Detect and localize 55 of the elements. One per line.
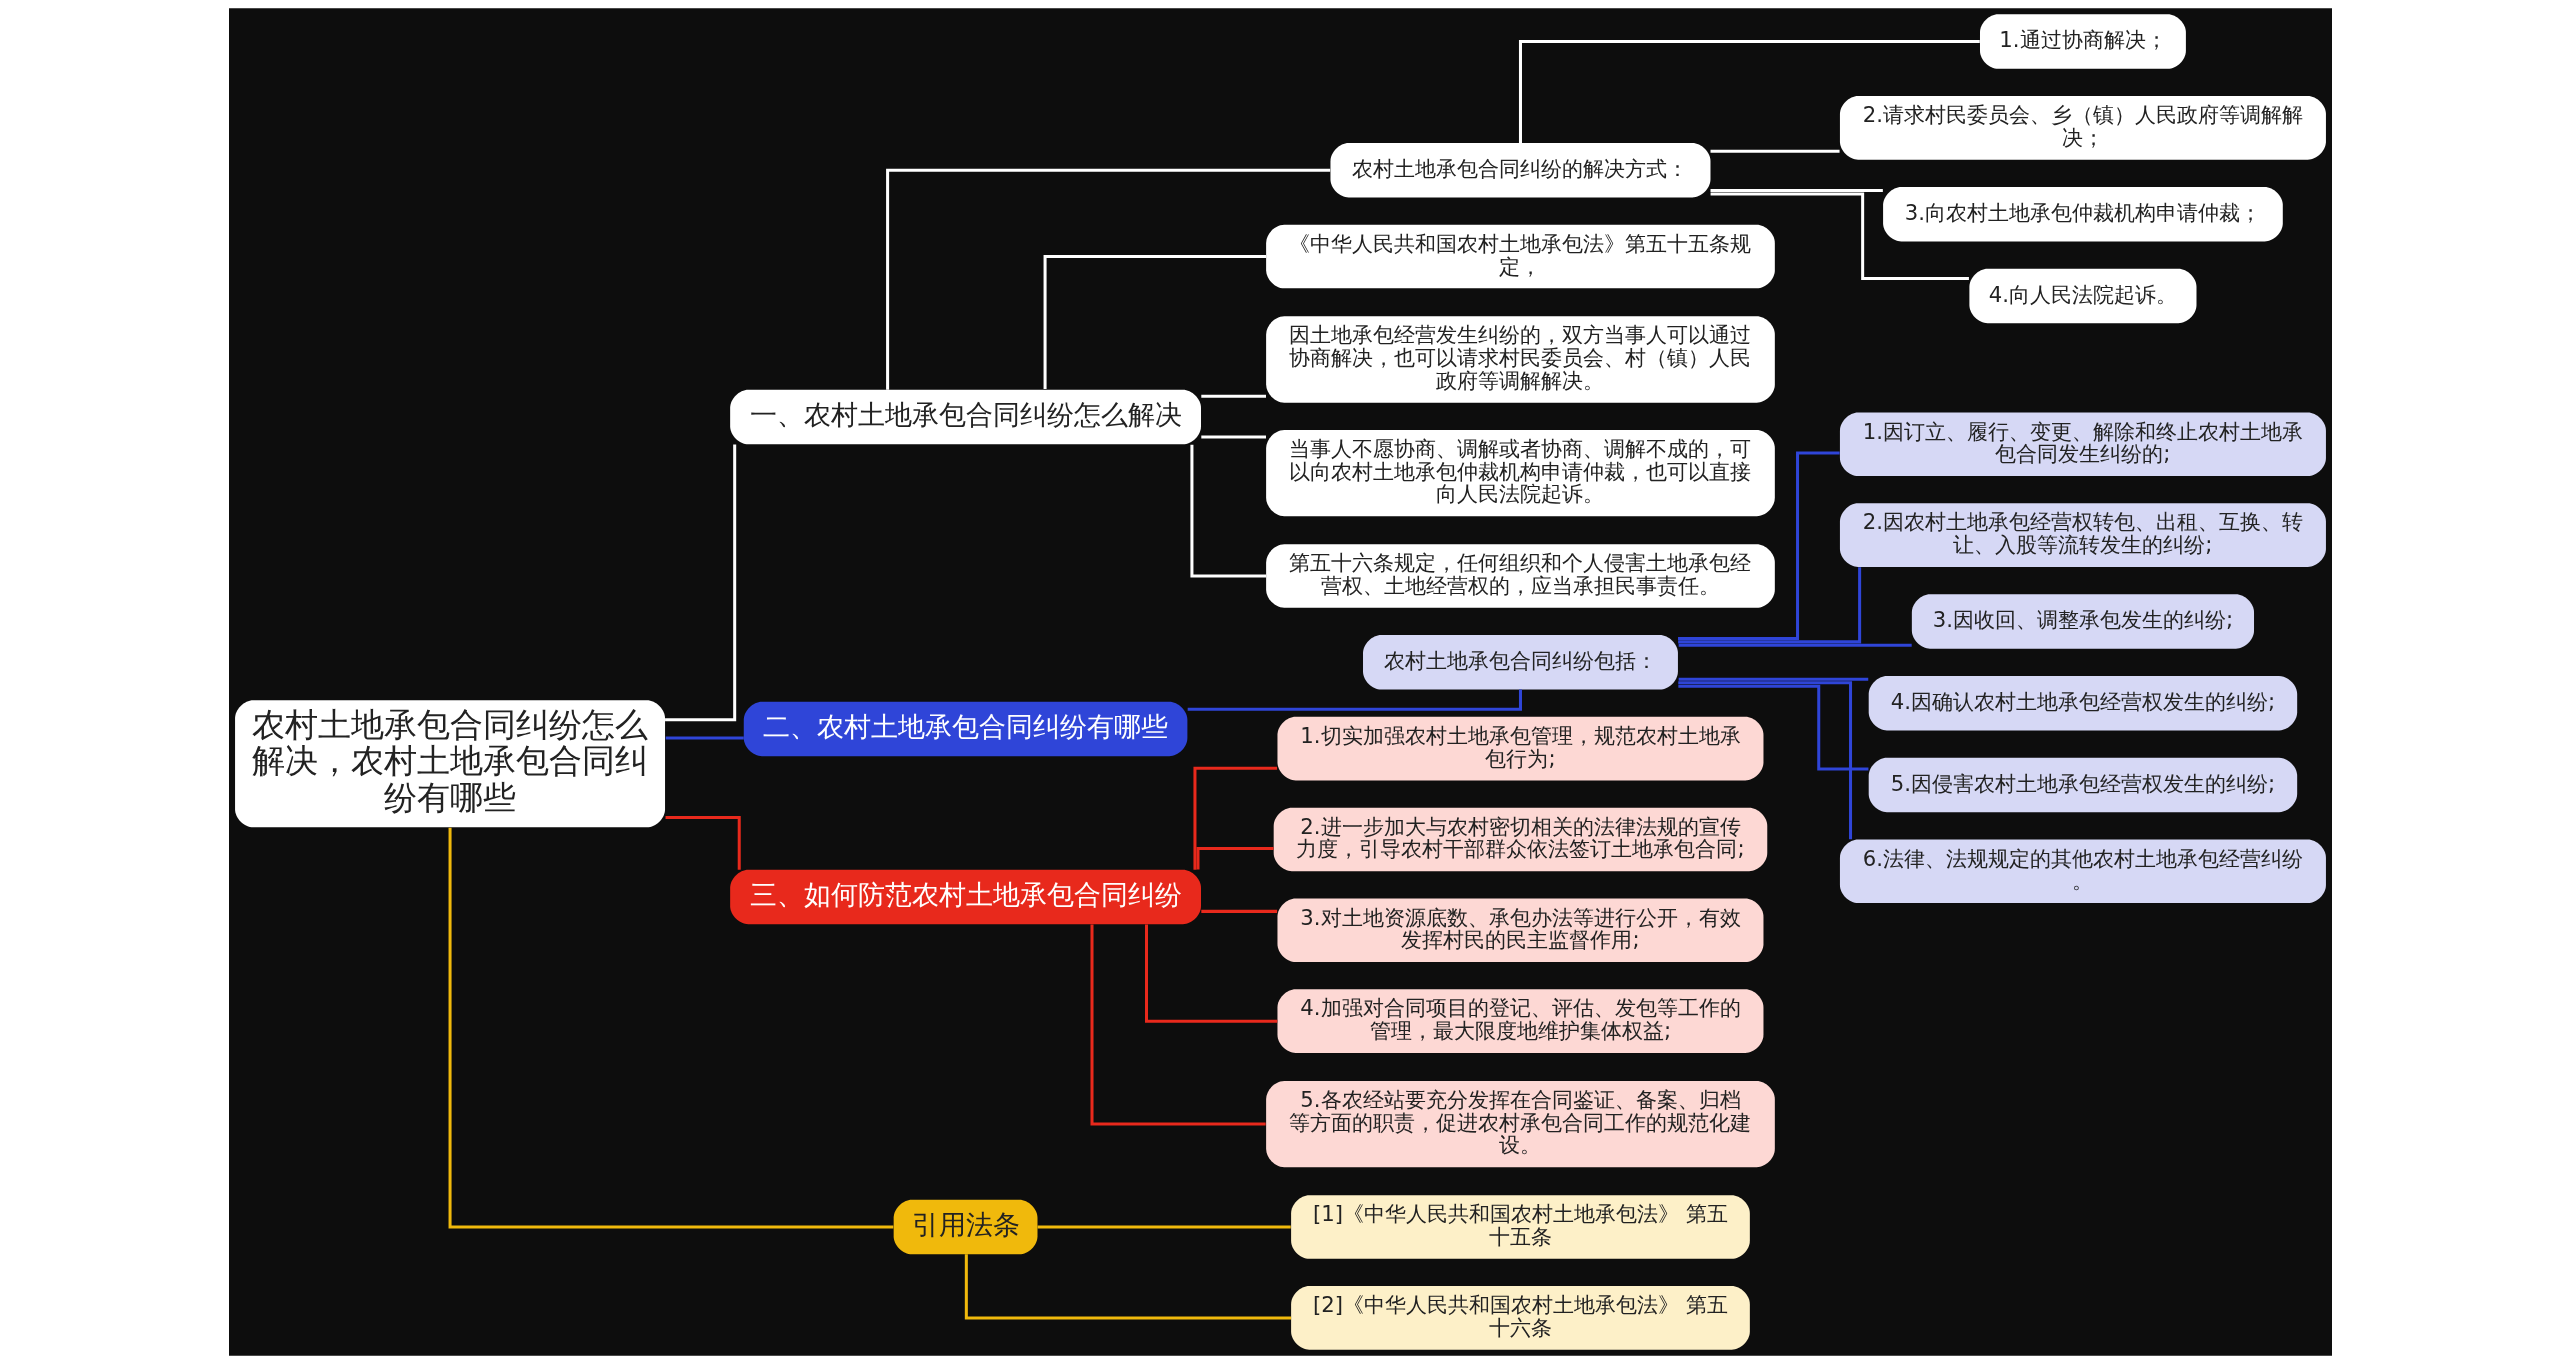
connector — [964, 1254, 1291, 1320]
node-box: 农村土地承包合同纠纷的解决方式： — [1329, 143, 1710, 198]
node-box: 1.通过协商解决； — [1979, 14, 2186, 69]
connector — [1710, 188, 1883, 192]
node-box: 因土地承包经营发生纠纷的，双方当事人可以通过协商解决，也可以请求村民委员会、村（镇）人民政府等调解解决。 — [1265, 316, 1775, 403]
connector — [665, 816, 741, 870]
connector — [1678, 643, 1912, 647]
node-box: 二、农村土地承包合同纠纷有哪些 — [743, 701, 1187, 757]
node-box: 5.各农经站要充分发挥在合同鉴证、备案、归档等方面的职责，促进农村承包合同工作的规范化建设。 — [1265, 1080, 1775, 1168]
node-box: 1.因订立、履行、变更、解除和终止农村土地承包合同发生纠纷的; — [1839, 412, 2326, 477]
connector — [1677, 451, 1840, 640]
node-box: 农村土地承包合同纠纷怎么解决，农村土地承包合同纠纷有哪些 — [234, 700, 665, 828]
node-box: 3.因收回、调整承包发生的纠纷; — [1911, 594, 2254, 649]
connector — [1090, 924, 1266, 1126]
connector — [885, 168, 1330, 390]
node-box: 4.因确认农村土地承包经营权发生的纠纷; — [1868, 675, 2297, 731]
node-box: 3.对土地资源底数、承包办法等进行公开，有效发挥村民的民主监督作用; — [1276, 898, 1763, 963]
connector — [1710, 149, 1840, 153]
connector — [665, 736, 744, 740]
connector — [1195, 847, 1274, 870]
connector — [1678, 677, 1868, 681]
node-box: 4.向人民法院起诉。 — [1968, 268, 2196, 324]
connector — [664, 444, 736, 722]
connector — [1710, 192, 1969, 281]
node-box: 1.切实加强农村土地承包管理，规范农村土地承包行为; — [1276, 716, 1763, 781]
connector — [1189, 444, 1266, 578]
node-box: 5.因侵害农村土地承包经营权发生的纠纷; — [1868, 757, 2297, 813]
node-box: [2]《中华人民共和国农村土地承包法》 第五十六条 — [1290, 1286, 1750, 1350]
node-box: 三、如何防范农村土地承包合同纠纷 — [729, 869, 1201, 925]
node-box: 农村土地承包合同纠纷包括： — [1362, 635, 1678, 690]
node-box: 4.加强对合同项目的登记、评估、发包等工作的管理，最大限度地维护集体权益; — [1276, 989, 1763, 1053]
node-box: 《中华人民共和国农村土地承包法》第五十五条规定， — [1265, 224, 1775, 289]
connector — [1144, 924, 1277, 1023]
connector — [1677, 567, 1861, 644]
connector — [1037, 1225, 1291, 1229]
node-box: 引用法条 — [893, 1199, 1037, 1255]
connector — [1200, 394, 1266, 398]
connector — [1043, 255, 1266, 390]
node-box: 6.法律、法规规定的其他农村土地承包经营纠纷。 — [1839, 839, 2326, 904]
node-box: 3.向农村土地承包仲裁机构申请仲裁； — [1882, 186, 2283, 242]
connector — [1518, 40, 1980, 143]
connector — [1200, 909, 1277, 913]
node-box: 第五十六条规定，任何组织和个人侵害土地承包经营权、土地经营权的，应当承担民事责任。 — [1265, 544, 1775, 608]
node-box: 2.进一步加大与农村密切相关的法律法规的宣传力度，引导农村干部群众依法签订土地承包合同; — [1273, 807, 1767, 872]
connector — [1200, 435, 1266, 439]
connector — [448, 827, 893, 1229]
connector — [1192, 766, 1277, 870]
connector — [1677, 681, 1852, 840]
connector — [1187, 689, 1522, 711]
node-box: 2.因农村土地承包经营权转包、出租、互换、转让、入股等流转发生的纠纷; — [1839, 503, 2326, 567]
node-box: 当事人不愿协商、调解或者协商、调解不成的，可以向农村土地承包仲裁机构申请仲裁，也可以直接向人民法院起诉。 — [1265, 429, 1775, 517]
node-box: [1]《中华人民共和国农村土地承包法》 第五十五条 — [1290, 1195, 1750, 1259]
node-box: 一、农村土地承包合同纠纷怎么解决 — [729, 389, 1201, 445]
connector — [1677, 684, 1868, 771]
node-box: 2.请求村民委员会、乡（镇）人民政府等调解解决； — [1839, 96, 2326, 160]
